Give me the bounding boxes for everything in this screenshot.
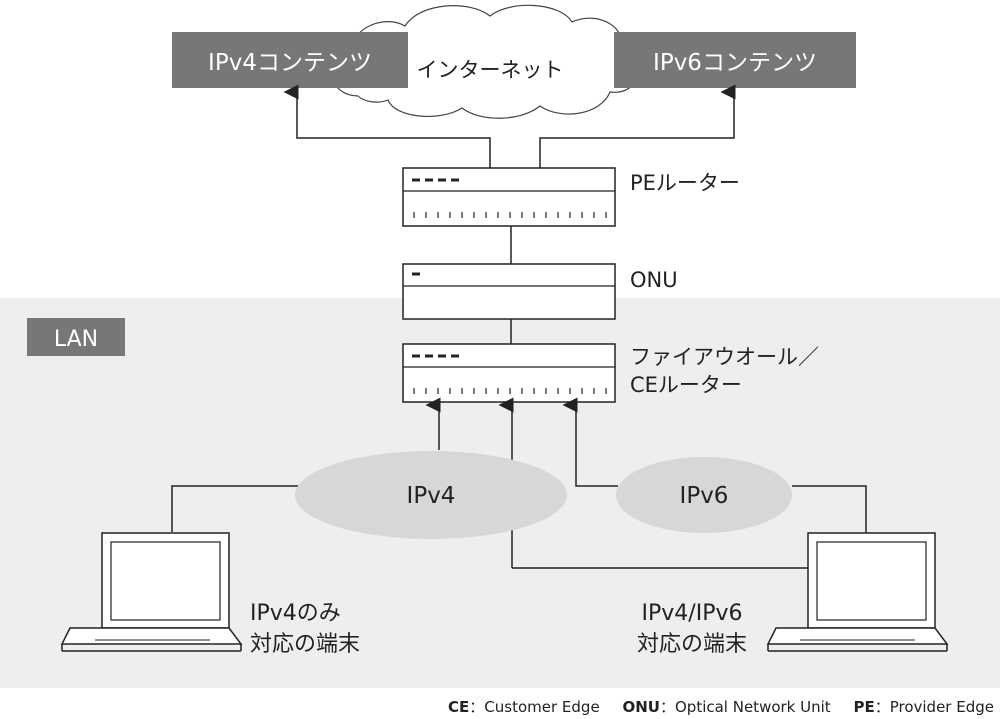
legend-key: PE	[853, 698, 875, 716]
legend-item-ce: CE：Customer Edge	[448, 698, 604, 716]
ipv4-network-label: IPv4	[407, 483, 456, 509]
legend-sep: ：	[659, 698, 675, 716]
lan-badge	[27, 318, 125, 356]
legend-sep: ：	[874, 698, 890, 716]
abbreviation-legend: CE：Customer Edge ONU：Optical Network Uni…	[448, 696, 994, 717]
left-terminal-label-line1: IPv4のみ	[250, 601, 341, 626]
legend-text: Optical Network Unit	[674, 698, 831, 716]
ce-router-device	[402, 343, 616, 403]
left-terminal-line	[171, 485, 298, 532]
onu-label: ONU	[630, 268, 678, 292]
ipv6-to-ce-arrow	[562, 397, 618, 487]
internet-label: インターネット	[417, 58, 564, 82]
pe-router-device	[402, 167, 616, 227]
legend-key: ONU	[622, 698, 660, 716]
onu-device	[402, 263, 616, 320]
ipv6-network-label: IPv6	[680, 483, 729, 509]
ipv6-content-box	[614, 32, 856, 88]
firewall-label-line1: ファイアウオール／	[630, 345, 819, 369]
ipv6-network	[616, 457, 792, 533]
right-terminal-label-line1: IPv4/IPv6	[642, 601, 743, 626]
ipv4-content-label: IPv4コンテンツ	[208, 50, 372, 76]
right-terminal-ipv6-line	[792, 485, 867, 534]
ipv4-network	[295, 451, 567, 539]
left-laptop-icon	[60, 532, 243, 652]
pe-router-label: PEルーター	[630, 171, 740, 195]
legend-text: Provider Edge	[889, 698, 994, 716]
legend-sep: ：	[469, 698, 485, 716]
ipv6-content-label: IPv6コンテンツ	[653, 50, 817, 76]
lan-label: LAN	[54, 327, 98, 352]
left-terminal-label-line2: 対応の端末	[250, 632, 360, 657]
legend-text: Customer Edge	[484, 698, 600, 716]
legend-item-onu: ONU：Optical Network Unit	[622, 698, 835, 716]
right-terminal-label-line2: 対応の端末	[637, 632, 747, 657]
pe-to-ipv6-line	[539, 84, 736, 168]
firewall-label-line2: CEルーター	[630, 373, 742, 397]
right-laptop-icon	[766, 532, 949, 652]
legend-key: CE	[448, 698, 470, 716]
ipv4-content-box	[172, 32, 408, 88]
legend-item-pe: PE：Provider Edge	[853, 698, 994, 716]
pe-to-ipv4-line	[283, 84, 491, 168]
